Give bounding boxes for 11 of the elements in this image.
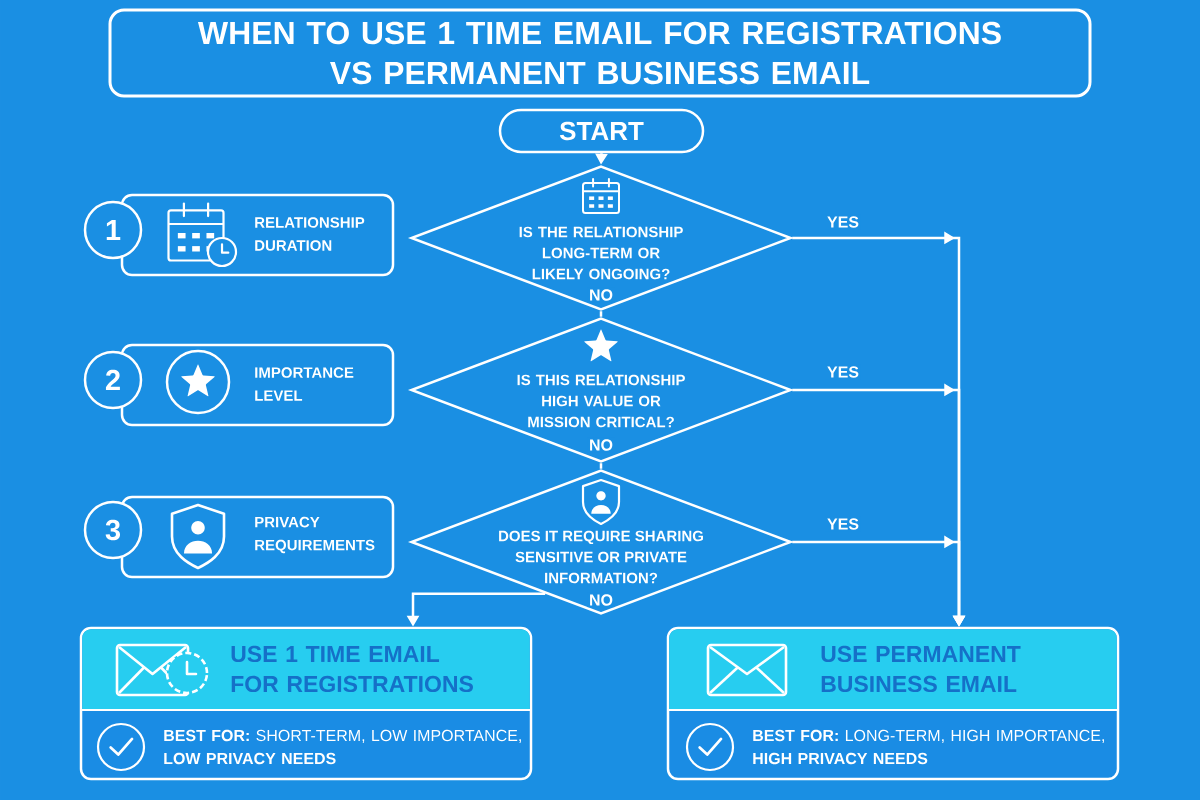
step-box: RELATIONSHIP DURATION bbox=[120, 193, 395, 277]
connector-line bbox=[599, 463, 603, 469]
step-box: PRIVACY REQUIREMENTS bbox=[120, 495, 395, 579]
header-band: USE 1 TIME EMAIL FOR REGISTRATIONS bbox=[80, 629, 532, 711]
best-for-text: BEST FOR: SHORT-TERM, LOW IMPORTANCE, LOW PRIVACY NEEDS bbox=[164, 729, 521, 765]
best-for-text: BEST FOR: LONG-TERM, HIGH IMPORTANCE, HIGH PRIVACY NEEDS bbox=[753, 729, 1104, 765]
title-box: WHEN TO USE 1 TIME EMAIL FOR REGISTRATIONS VS PERMANENT BUSINESS EMAIL bbox=[108, 8, 1092, 98]
header-band: USE PERMANENT BUSINESS EMAIL bbox=[667, 629, 1119, 711]
start-terminal: START bbox=[498, 108, 705, 154]
step-box: IMPORTANCE LEVEL bbox=[120, 343, 395, 427]
connector-line bbox=[599, 311, 603, 317]
